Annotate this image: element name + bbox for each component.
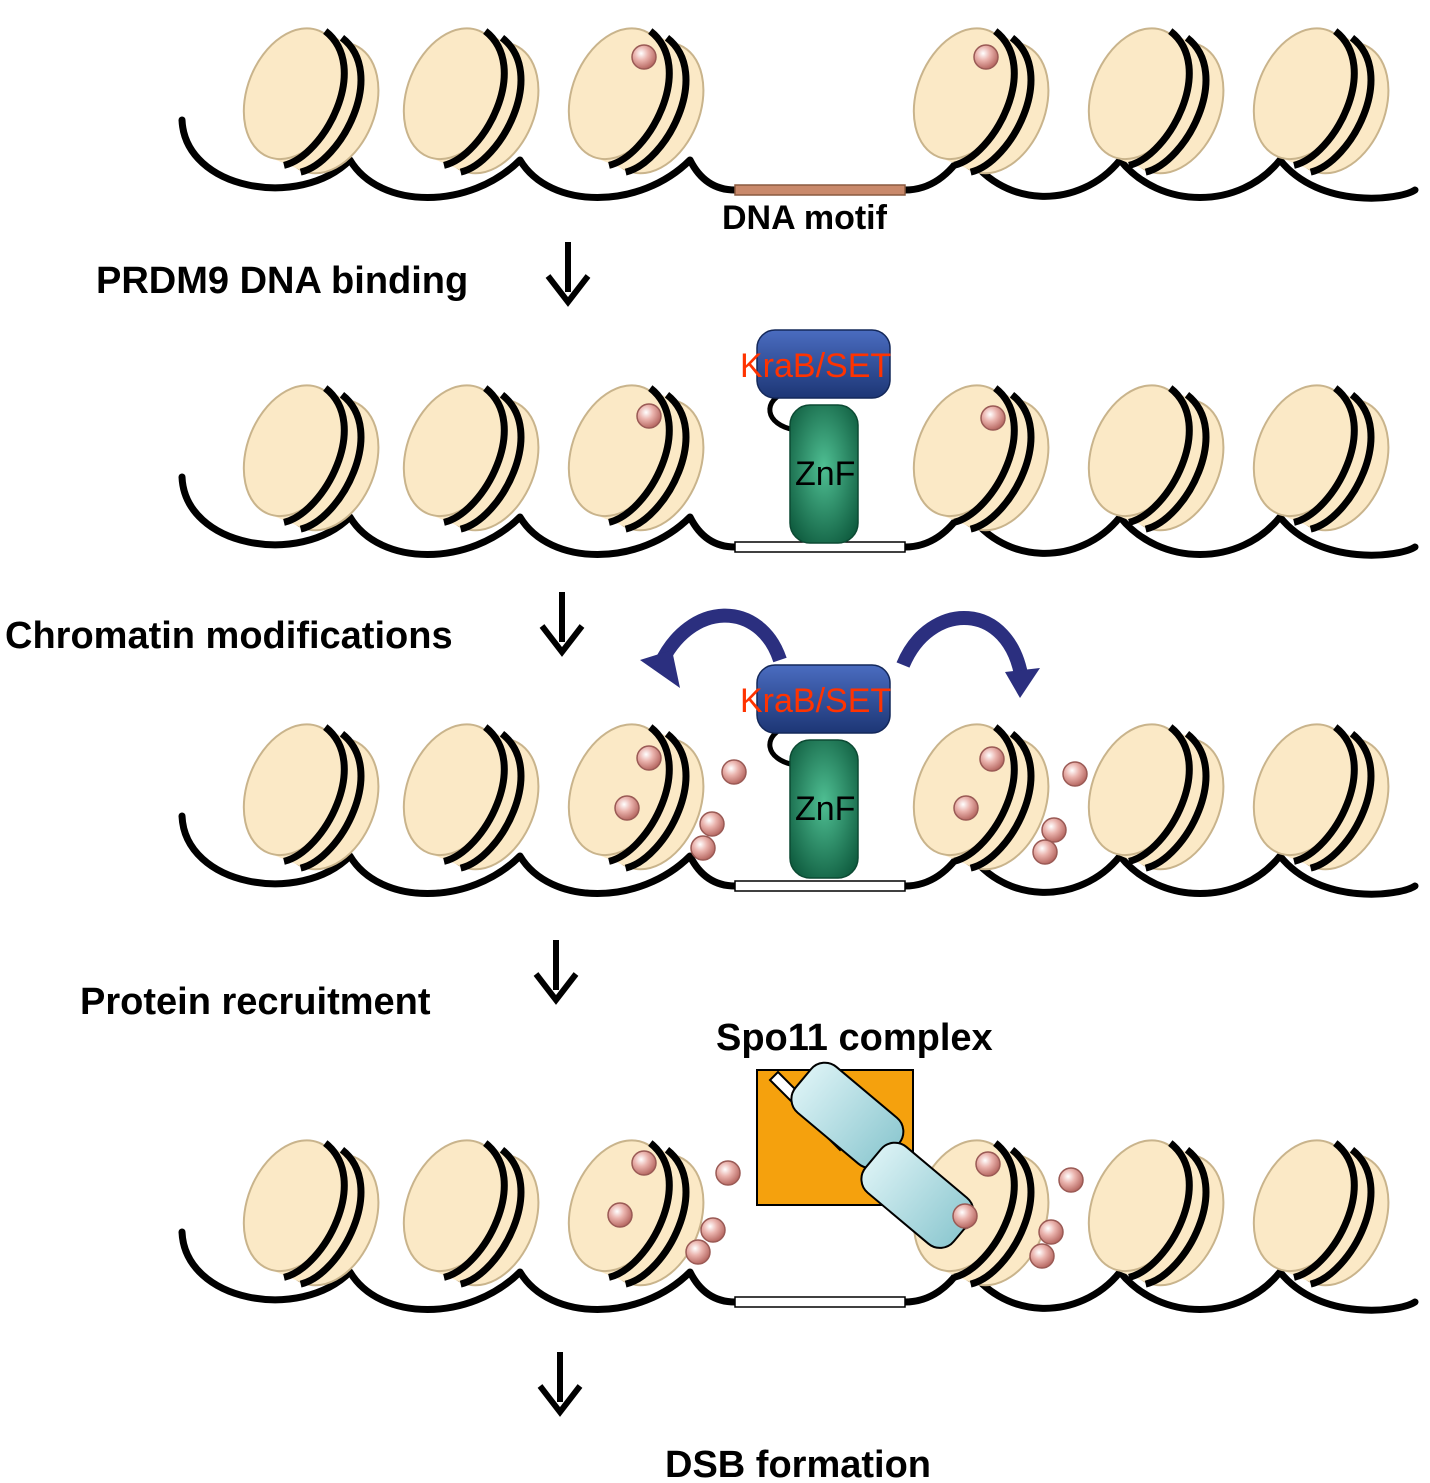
histone-mark-icon: [614, 795, 640, 821]
histone-mark-icon: [1041, 817, 1067, 843]
histone-mark-icon: [631, 44, 657, 70]
spo11-label: Spo11 complex: [716, 1017, 993, 1059]
spo11-complex-icon: [756, 1061, 978, 1249]
nucleosome-icon: [1087, 384, 1225, 533]
histone-mark-icon: [715, 1160, 741, 1186]
histone-mark-icon: [953, 795, 979, 821]
krab-set-label: KraB/SET: [740, 682, 891, 720]
step-prdm9-binding: PRDM9 DNA binding: [96, 260, 468, 302]
dna-motif-segment: [734, 1296, 906, 1308]
krab-set-label: KraB/SET: [740, 347, 891, 385]
nucleosome-icon: [912, 384, 1050, 533]
krab-set-domain: [756, 329, 891, 399]
dna-motif-label: DNA motif: [722, 199, 888, 237]
histone-mark-icon: [690, 835, 716, 861]
step-dsb-formation: DSB formation: [665, 1444, 931, 1483]
nucleosome-icon: [1252, 27, 1390, 176]
down-arrow-icon: [537, 1352, 583, 1417]
histone-mark-icon: [721, 759, 747, 785]
nucleosome-icon: [1252, 1139, 1390, 1288]
krab-set-domain: [756, 664, 891, 734]
znf-label: ZnF: [795, 790, 855, 828]
histone-mark-icon: [952, 1203, 978, 1229]
nucleosome-icon: [1252, 384, 1390, 533]
nucleosome-icon: [1087, 27, 1225, 176]
curved-arrow-right: [896, 611, 1040, 698]
row-prdm9-bound: [178, 384, 1419, 559]
nucleosome-icon: [1087, 1139, 1225, 1288]
dna-motif-segment: [734, 880, 906, 892]
row-modified: [178, 723, 1419, 898]
step-chromatin-mods: Chromatin modifications: [5, 615, 453, 657]
nucleosome-icon: [402, 384, 540, 533]
histone-mark-icon: [1058, 1167, 1084, 1193]
prdm9-protein: KraB/SET ZnF: [740, 329, 891, 544]
step-protein-recruitment: Protein recruitment: [80, 981, 431, 1023]
histone-mark-icon: [700, 1217, 726, 1243]
histone-mark-icon: [636, 745, 662, 771]
nucleosome-icon: [912, 27, 1050, 176]
histone-mark-icon: [973, 44, 999, 70]
znf-domain: [789, 404, 859, 544]
nucleosome-icon: [567, 1139, 705, 1288]
znf-domain: [789, 739, 859, 879]
dna-motif-segment: [734, 184, 906, 196]
nucleosome-icon: [242, 723, 380, 872]
znf-label: ZnF: [795, 455, 855, 493]
down-arrow-icon: [545, 242, 591, 307]
histone-mark-icon: [1032, 839, 1058, 865]
down-arrow-icon: [539, 592, 585, 657]
histone-mark-icon: [636, 403, 662, 429]
row-initial: [178, 27, 1419, 202]
nucleosome-icon: [1252, 723, 1390, 872]
histone-mark-icon: [685, 1239, 711, 1265]
histone-mark-icon: [1029, 1243, 1055, 1269]
nucleosome-icon: [242, 384, 380, 533]
nucleosome-icon: [567, 384, 705, 533]
histone-mark-icon: [699, 811, 725, 837]
nucleosome-icon: [402, 1139, 540, 1288]
histone-mark-icon: [631, 1150, 657, 1176]
nucleosome-icon: [402, 723, 540, 872]
nucleosome-icon: [242, 1139, 380, 1288]
nucleosome-icon: [402, 27, 540, 176]
histone-mark-icon: [979, 746, 1005, 772]
histone-mark-icon: [980, 405, 1006, 431]
prdm9-protein: KraB/SET ZnF: [740, 664, 891, 879]
nucleosome-icon: [567, 27, 705, 176]
nucleosome-icon: [1087, 723, 1225, 872]
histone-mark-icon: [607, 1202, 633, 1228]
nucleosome-icon: [242, 27, 380, 176]
histone-mark-icon: [1062, 761, 1088, 787]
histone-mark-icon: [1038, 1219, 1064, 1245]
histone-mark-icon: [975, 1151, 1001, 1177]
curved-arrow-left: [640, 608, 787, 688]
down-arrow-icon: [533, 940, 579, 1005]
